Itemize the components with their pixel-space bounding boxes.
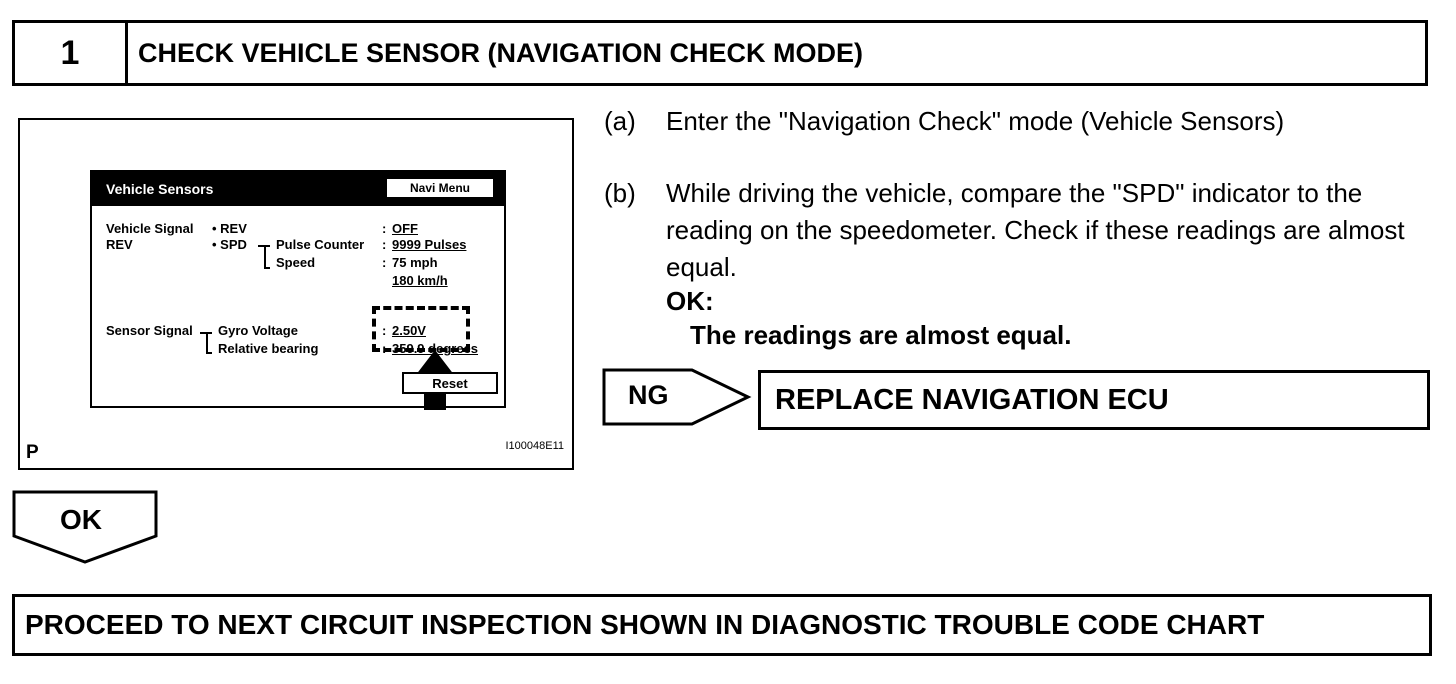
instruction-label: (a) <box>604 106 636 136</box>
spd-bracket <box>264 245 270 269</box>
figure-letter: P <box>26 442 39 463</box>
sensor-bracket <box>206 332 212 354</box>
pulse-counter-label: Pulse Counter <box>276 237 365 252</box>
pulse-value: 9999 Pulses <box>392 237 467 252</box>
kmh-value: 180 km/h <box>392 273 448 288</box>
ok-arrow-icon <box>12 490 158 564</box>
colon: : <box>382 221 387 236</box>
step-header: 1 CHECK VEHICLE SENSOR (NAVIGATION CHECK… <box>12 20 1428 86</box>
gyro-value: 2.50V <box>392 323 426 338</box>
mph-value: 75 mph <box>392 255 438 270</box>
colon: : <box>382 237 387 252</box>
relative-bearing-label: Relative bearing <box>218 341 319 356</box>
ng-arrow-icon <box>602 368 752 426</box>
vehicle-signal-label: Vehicle Signal <box>106 221 194 236</box>
spd-item: • SPD <box>212 237 247 252</box>
colon: : <box>382 255 387 270</box>
colon: : <box>382 323 387 338</box>
next-step-box: PROCEED TO NEXT CIRCUIT INSPECTION SHOWN… <box>12 594 1432 656</box>
step-number: 1 <box>15 23 128 83</box>
ng-action-box: REPLACE NAVIGATION ECU <box>758 370 1430 430</box>
instruction-text: While driving the vehicle, compare the "… <box>666 178 1405 282</box>
step-title: CHECK VEHICLE SENSOR (NAVIGATION CHECK M… <box>138 37 864 68</box>
screen-title: Vehicle Sensors <box>106 181 214 197</box>
illustration-figure: Vehicle Sensors Navi Menu Vehicle Signal… <box>18 118 574 470</box>
vehicle-sensors-screen: Vehicle Sensors Navi Menu Vehicle Signal… <box>90 170 506 410</box>
figure-id: I100048E11 <box>505 440 564 452</box>
ok-criteria-text: The readings are almost equal. <box>690 320 1072 350</box>
speed-label: Speed <box>276 255 316 270</box>
gyro-voltage-label: Gyro Voltage <box>218 323 298 338</box>
rev-group-label: REV <box>106 237 133 252</box>
instruction-label: (b) <box>604 178 636 208</box>
sensor-bracket-stem <box>200 332 208 334</box>
sensor-signal-label: Sensor Signal <box>106 323 193 338</box>
ng-label: NG <box>628 380 669 410</box>
ok-branch-label: OK <box>60 504 102 535</box>
rev-value: OFF <box>392 221 418 236</box>
speed-highlight-box <box>372 306 470 352</box>
reset-button[interactable]: Reset <box>402 372 498 394</box>
instruction-text: Enter the "Navigation Check" mode (Vehic… <box>666 106 1285 136</box>
spd-bracket-stem <box>258 245 266 247</box>
navi-menu-button[interactable]: Navi Menu <box>386 178 494 198</box>
ok-criteria-label: OK: <box>666 286 714 316</box>
rev-item: • REV <box>212 221 247 236</box>
